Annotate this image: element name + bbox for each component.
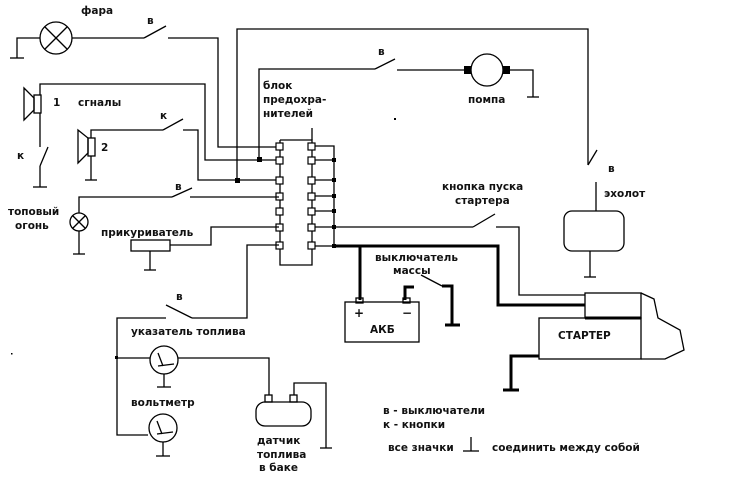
horn1-number: 1: [53, 97, 60, 109]
fuel-gauge: [117, 345, 270, 395]
gauges-switch-label: в: [176, 291, 183, 303]
pump-switch: [374, 58, 396, 70]
headlight-switch: [143, 25, 167, 39]
starter-motor-icon: [538, 317, 642, 360]
fuel-tank-sensor-icon: [255, 401, 312, 427]
battery-plus: +: [354, 306, 364, 320]
legend: в - выключатели к - кнопки все значки со…: [383, 405, 640, 454]
voltmeter: [148, 413, 178, 457]
headlight-label: фара: [81, 5, 113, 17]
headlight: [10, 21, 279, 148]
masthead-label-2: огонь: [15, 220, 49, 232]
starter-button-label-1: кнопка пуска: [442, 181, 523, 193]
fuse-block: [275, 139, 336, 266]
horn-1: [23, 83, 279, 188]
battery-icon: [344, 301, 420, 343]
horn-icon: [23, 86, 35, 122]
fuel-sensor-label-2: топлива: [257, 449, 306, 461]
fuse-block-label-3: нителей: [263, 108, 313, 120]
pump-motor-icon: [470, 53, 504, 87]
fuel-sensor: [255, 382, 332, 449]
battery-label: АКБ: [370, 324, 395, 336]
starter-solenoid: [584, 292, 642, 319]
horns-label: сгналы: [78, 97, 121, 109]
starter-button-label-2: стартера: [455, 195, 510, 207]
masthead-switch: [171, 187, 193, 198]
fuel-gauge-label: указатель топлива: [131, 326, 246, 338]
masthead-switch-label: в: [175, 181, 182, 193]
gauges-switch: [165, 304, 193, 319]
echo-switch: [587, 149, 598, 166]
fuel-sensor-label-1: датчик: [257, 435, 300, 447]
echo-sounder: [563, 210, 625, 278]
voltmeter-label: вольтметр: [131, 397, 195, 409]
fuse-block-label-1: блок: [263, 80, 292, 92]
legend-switches: в - выключатели: [383, 405, 485, 417]
pump-label: помпа: [468, 94, 505, 106]
cigarette-lighter: [130, 226, 279, 271]
mass-switch-label-2: массы: [393, 265, 431, 277]
horn1-button: [39, 146, 49, 167]
masthead-label-1: топовый: [8, 206, 59, 218]
horn2-button-label: к: [160, 110, 167, 122]
fuse-block-label-2: предохра-: [263, 94, 326, 106]
legend-ground-suffix: соединить между собой: [492, 442, 640, 454]
horn2-number: 2: [101, 142, 108, 154]
headlight-switch-label: в: [147, 15, 154, 27]
pump-switch-label: в: [378, 46, 385, 58]
horn1-button-label: к: [17, 150, 24, 162]
cigarette-lighter-icon: [130, 239, 171, 252]
starter-button: [472, 213, 496, 228]
mass-switch-label-1: выключатель: [375, 252, 458, 264]
masthead-light: [69, 187, 279, 255]
gauge-icon: [148, 413, 178, 443]
starter: [503, 292, 685, 392]
pump: [464, 53, 539, 98]
horn-icon: [77, 128, 89, 165]
horn2-button: [162, 118, 184, 131]
starter-label: СТАРТЕР: [558, 330, 611, 342]
fuel-sensor-label-3: в баке: [259, 462, 298, 474]
legend-ground-prefix: все значки: [388, 442, 454, 454]
battery-minus: −: [402, 306, 412, 320]
gauge-icon: [149, 345, 179, 375]
echo-switch-label: в: [608, 163, 615, 175]
battery: [344, 297, 420, 343]
echo-sounder-label: эхолот: [604, 188, 646, 200]
legend-buttons: к - кнопки: [383, 419, 445, 431]
mass-switch: [420, 274, 443, 287]
cigarette-lighter-label: прикуриватель: [101, 227, 194, 239]
echo-sounder-icon: [563, 210, 625, 252]
